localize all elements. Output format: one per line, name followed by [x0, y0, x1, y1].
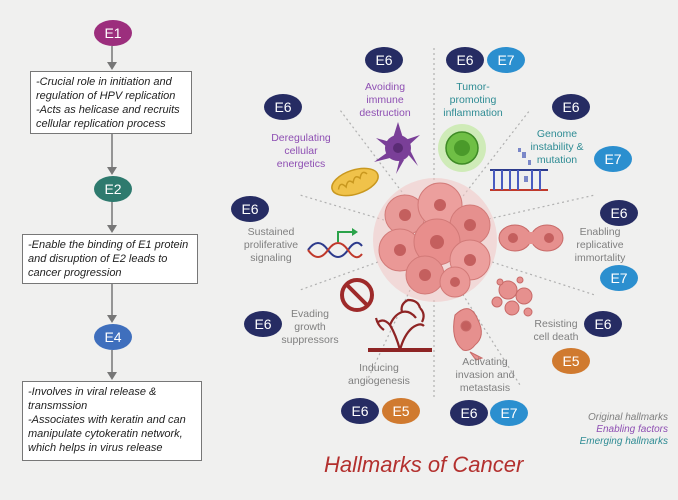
resisting-death-e6-badge: E6	[584, 311, 622, 337]
label-line: instability &	[530, 141, 584, 153]
e2-line: -Enable the binding of E1 protein	[28, 239, 189, 251]
radial-dotted-lines	[299, 48, 596, 400]
migrating-cell-icon	[453, 308, 484, 361]
e4-line: which helps in virus release	[28, 442, 163, 454]
label-line: invasion and	[455, 369, 515, 381]
angiogenesis-e5-badge: E5	[382, 398, 420, 424]
avoiding-immune-e6-badge: E6	[365, 47, 403, 73]
deregulating-energetics-e6-badge: E6	[264, 94, 302, 120]
label-line: immortality	[574, 252, 626, 264]
legend-emerging: Emerging hallmarks	[579, 436, 668, 447]
avoiding-immune-label: Avoiding immune destruction	[355, 81, 415, 120]
e4-description-box: -Involves in viral release & transmssion…	[22, 381, 202, 461]
resisting-death-label: Resisting cell death	[528, 318, 584, 344]
label-line: Tumor-	[456, 81, 490, 93]
e1-line: cellular replication process	[36, 118, 166, 130]
label-line: metastasis	[459, 382, 511, 394]
label-line: Evading	[291, 308, 329, 320]
resisting-death-e5-badge: E5	[552, 348, 590, 374]
e2-badge: E2	[94, 176, 132, 202]
mitochondrion-icon	[331, 167, 379, 197]
angiogenesis-e6-badge: E6	[341, 398, 379, 424]
label-line: proliferative	[243, 239, 299, 251]
label-line: growth	[294, 321, 326, 333]
label-line: Inducing	[359, 362, 399, 374]
enabling-replicative-e6-badge: E6	[600, 200, 638, 226]
sustained-signaling-e6-badge: E6	[231, 196, 269, 222]
e1-badge: E1	[94, 20, 132, 46]
e1-line: -Acts as helicase and recruits	[36, 104, 180, 116]
genome-instability-e7-badge: E7	[594, 146, 632, 172]
invasion-e7-badge: E7	[490, 400, 528, 426]
e4-line: -Involves in viral release &	[28, 386, 157, 398]
label-line: suppressors	[281, 334, 339, 346]
tumor-cluster-icon	[373, 178, 497, 302]
label-line: promoting	[449, 94, 497, 106]
evading-growth-e6-badge: E6	[244, 311, 282, 337]
label-line: cellular	[284, 145, 318, 157]
activating-invasion-label: Activating invasion and metastasis	[452, 356, 518, 395]
no-sign-icon	[340, 278, 374, 312]
blood-vessel-icon	[368, 298, 432, 352]
e4-line: -Associates with keratin and can	[28, 414, 186, 426]
e2-line: and disruption of E2 leads to	[28, 253, 168, 265]
label-line: Deregulating	[271, 132, 331, 144]
invasion-e6-badge: E6	[450, 400, 488, 426]
e4-line: transmssion	[28, 400, 88, 412]
tumor-promoting-label: Tumor- promoting inflammation	[440, 81, 506, 120]
immune-cell-icon	[374, 122, 420, 174]
label-line: energetics	[276, 158, 326, 170]
legend-original: Original hallmarks	[587, 412, 668, 423]
e1-line: -Crucial role in initiation and	[36, 76, 172, 88]
dying-cell-icon	[491, 276, 533, 317]
e2-description-box: -Enable the binding of E1 protein and di…	[22, 234, 198, 284]
label-line: Enabling	[579, 226, 621, 238]
tumor-promoting-e6-badge: E6	[446, 47, 484, 73]
enabling-replicative-label: Enabling replicative immortality	[562, 226, 638, 265]
label-line: angiogenesis	[348, 375, 410, 387]
label-line: Resisting	[534, 318, 578, 330]
diagram-title: Hallmarks of Cancer	[324, 452, 524, 477]
legend-enabling: Enabling factors	[596, 424, 668, 435]
inflammation-cell-icon	[438, 124, 486, 172]
dna-helix-icon	[307, 228, 363, 259]
label-line: Sustained	[247, 226, 295, 238]
tumor-promoting-e7-badge: E7	[487, 47, 525, 73]
label-line: Genome	[536, 128, 578, 140]
dna-damage-icon	[490, 148, 548, 191]
enabling-replicative-e7-badge: E7	[600, 265, 638, 291]
label-line: signaling	[250, 252, 292, 264]
label-line: replicative	[576, 239, 624, 251]
e1-line: regulation of HPV replication	[36, 90, 176, 102]
e1-description-box: -Crucial role in initiation and regulati…	[30, 71, 192, 134]
label-line: Activating	[462, 356, 508, 368]
label-line: destruction	[359, 107, 411, 119]
label-line: mutation	[536, 154, 578, 166]
e4-line: manipulate cytokeratin network,	[28, 428, 183, 440]
e2-line: cancer progression	[28, 267, 122, 279]
left-arrows	[107, 46, 117, 380]
e4-badge: E4	[94, 324, 132, 350]
label-line: inflammation	[443, 107, 503, 119]
label-line: immune	[366, 94, 404, 106]
genome-instability-e6-badge: E6	[552, 94, 590, 120]
inducing-angiogenesis-label: Inducing angiogenesis	[344, 362, 414, 388]
sustained-signaling-label: Sustained proliferative signaling	[236, 226, 306, 265]
deregulating-energetics-label: Deregulating cellular energetics	[268, 132, 334, 171]
dividing-cell-icon	[498, 224, 564, 252]
genome-instability-label: Genome instability & mutation	[524, 128, 590, 167]
evading-growth-label: Evading growth suppressors	[280, 308, 340, 347]
label-line: Avoiding	[364, 81, 406, 93]
label-line: cell death	[533, 331, 579, 343]
